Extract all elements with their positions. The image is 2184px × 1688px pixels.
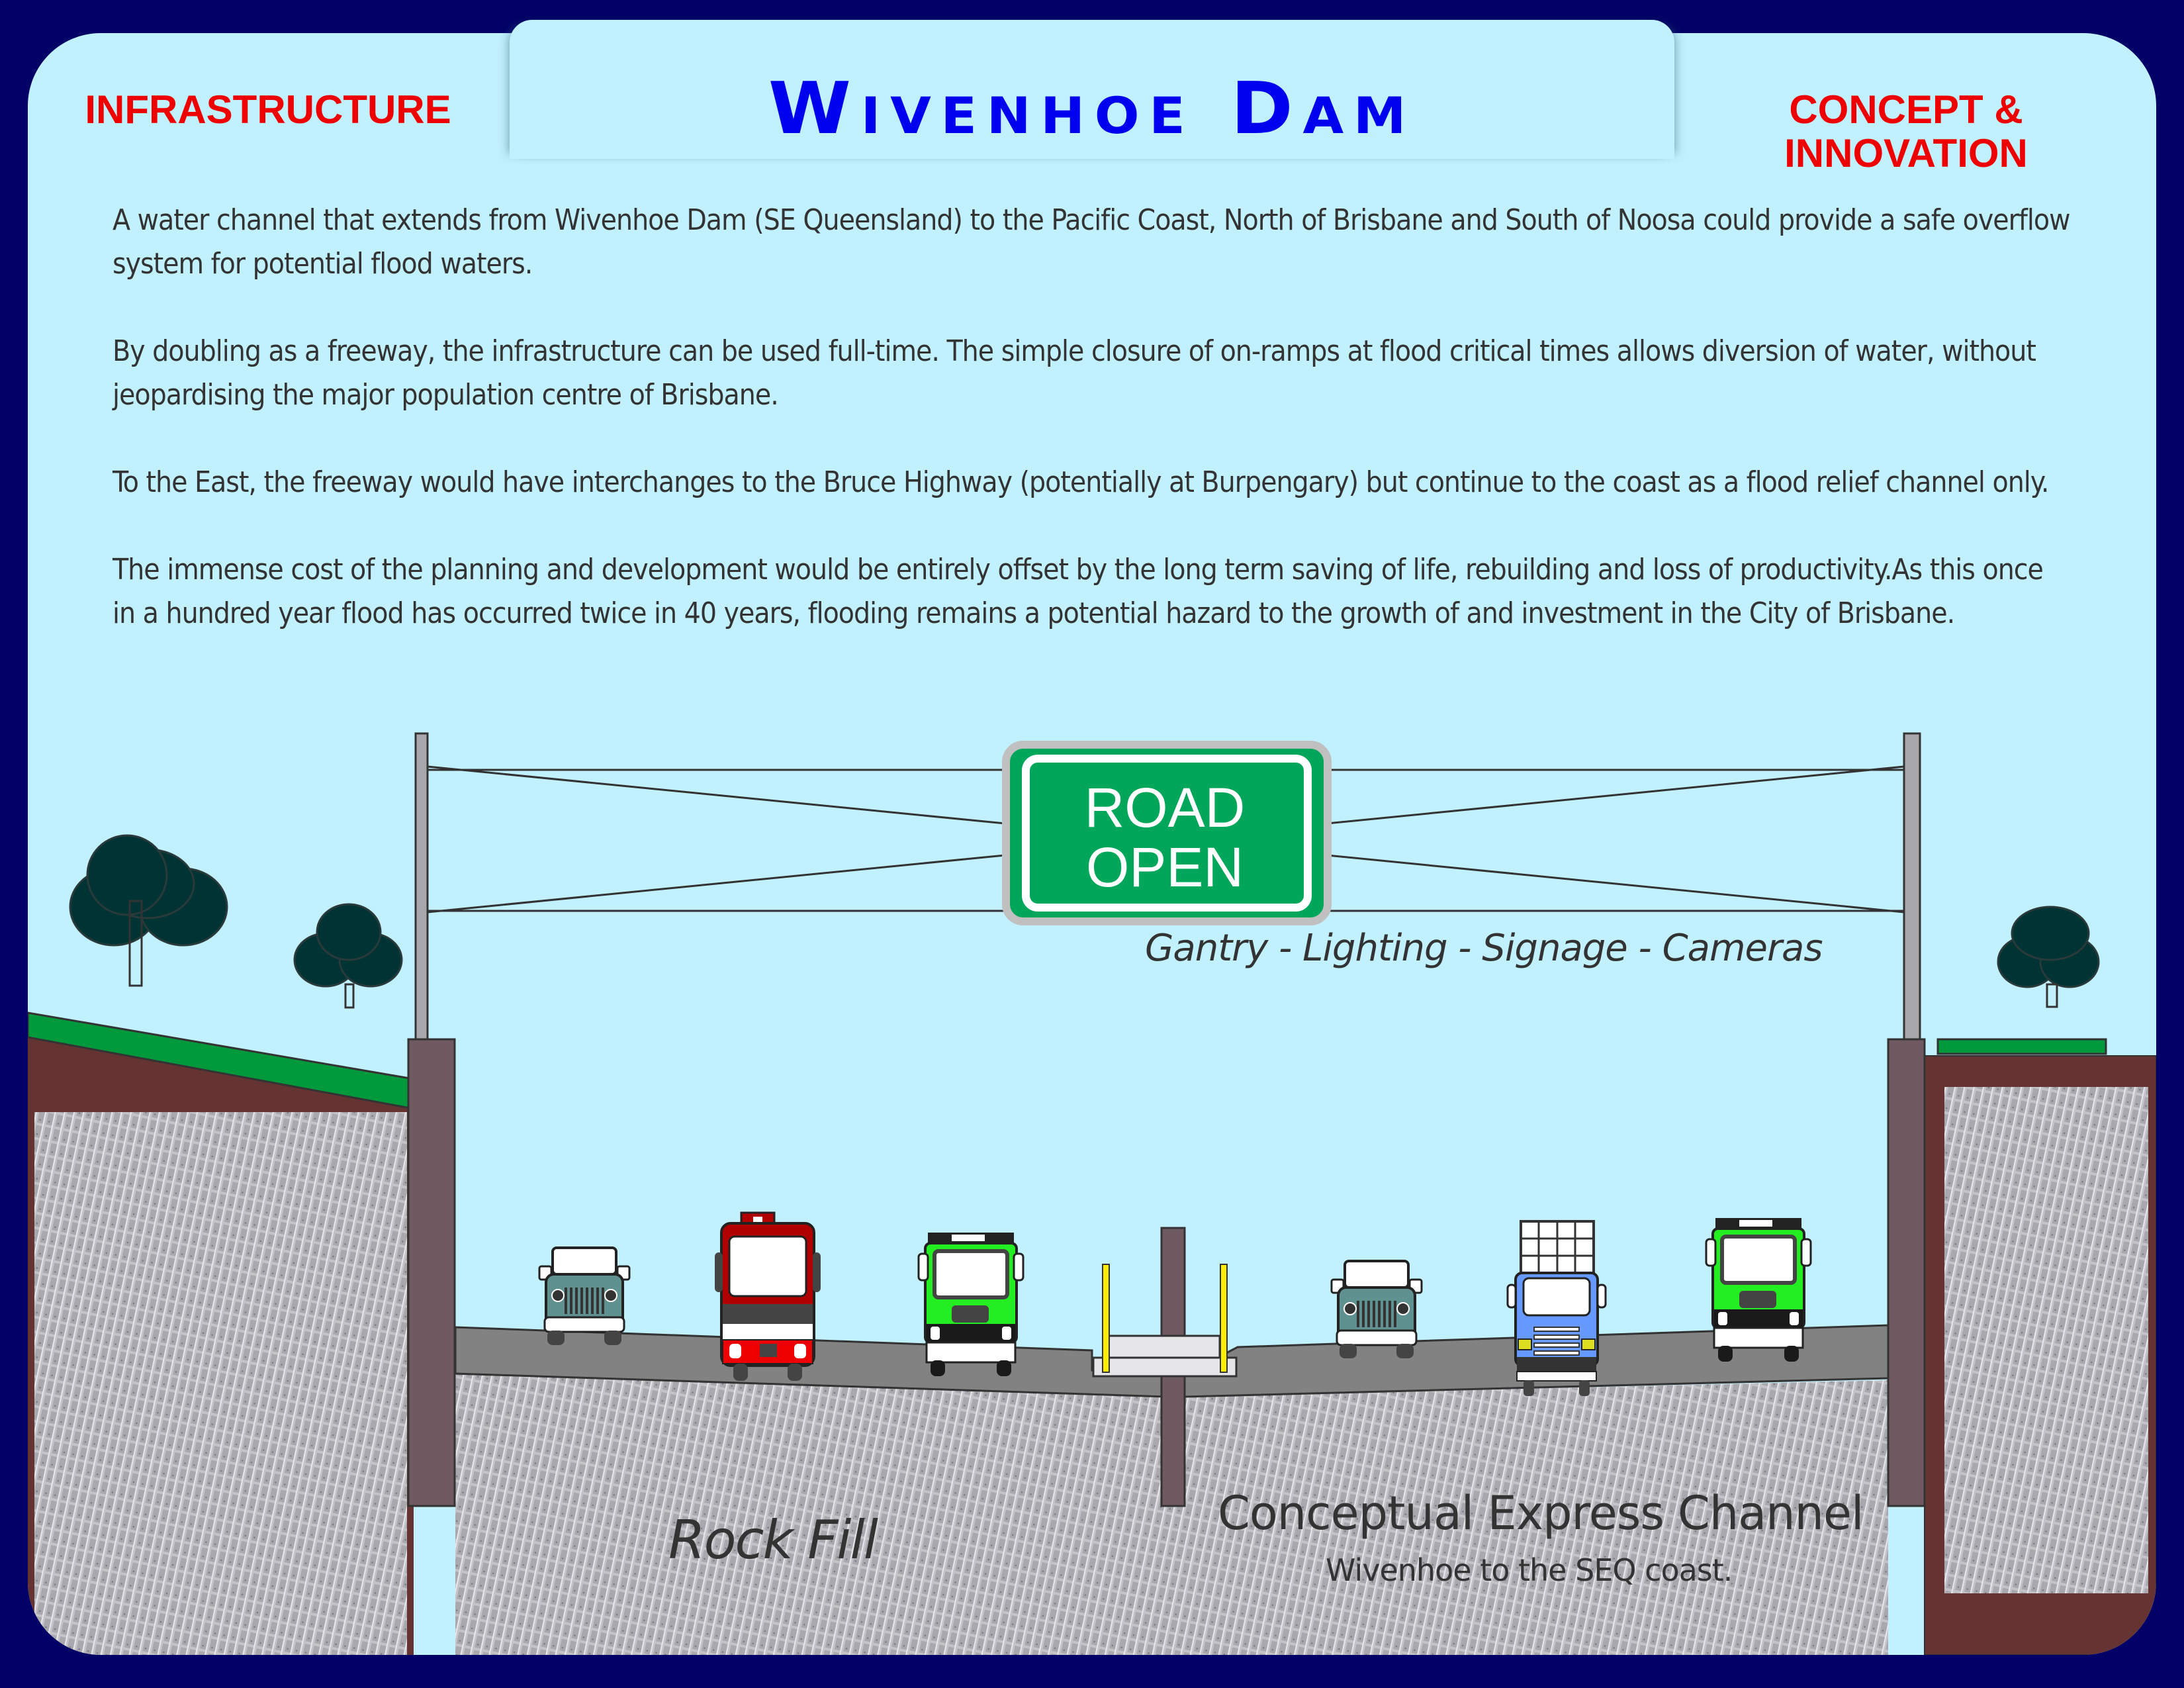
median-bollard-left [1102, 1264, 1110, 1373]
sign-text-line2: OPEN [1085, 836, 1244, 898]
channel-subtitle-label: Wivenhoe to the SEQ coast. [1326, 1552, 1733, 1588]
median-barrier-lower [1092, 1356, 1238, 1378]
paragraph-1: A water channel that extends from Wivenh… [113, 203, 2070, 281]
tree-icon [293, 903, 403, 1009]
paragraph-3: To the East, the freeway would have inte… [113, 465, 2050, 499]
concept-label-line1: CONCEPT & [1789, 87, 2023, 132]
rock-fill-label: Rock Fill [668, 1509, 878, 1571]
title-tab [510, 20, 1674, 159]
page-title: Wivenhoe Dam [768, 68, 1416, 150]
gantry-post-left [414, 732, 429, 1041]
road-open-sign [1002, 741, 1332, 925]
paragraph-4: The immense cost of the planning and dev… [113, 553, 2044, 630]
left-rock-fill [34, 1112, 407, 1655]
right-retaining-wall [1887, 1038, 1926, 1507]
right-rock-fill [1944, 1087, 2148, 1593]
channel-title-label: Conceptual Express Channel [1218, 1486, 1864, 1540]
sign-text-line1: ROAD [1084, 776, 1246, 839]
concept-label-line2: INNOVATION [1784, 131, 2028, 175]
right-grass [1936, 1038, 2107, 1055]
paragraph-2: By doubling as a freeway, the infrastruc… [113, 334, 2036, 412]
median-barrier-upper [1106, 1335, 1221, 1359]
tree-icon [1997, 906, 2100, 1008]
median-bollard-right [1220, 1264, 1228, 1373]
gantry-post-right [1903, 732, 1921, 1041]
category-label-infrastructure: INFRASTRUCTURE [85, 87, 451, 132]
tree-icon [69, 834, 228, 987]
gantry-caption: Gantry - Lighting - Signage - Cameras [1145, 927, 1823, 970]
left-retaining-wall [407, 1038, 456, 1507]
channel-rock-fill [455, 1374, 1888, 1655]
category-label-concept: CONCEPT & INNOVATION [1747, 88, 2065, 175]
description-text: A water channel that extends from Wivenh… [113, 199, 2071, 679]
